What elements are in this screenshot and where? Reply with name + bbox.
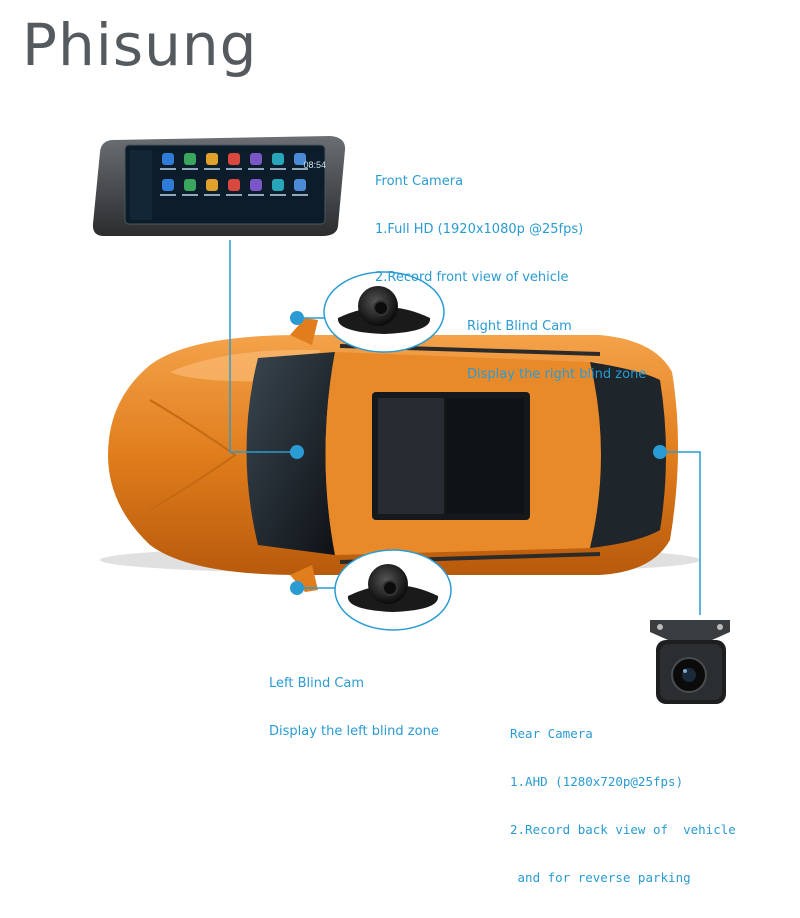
app-label-bar xyxy=(292,194,308,196)
rear-cam-dot xyxy=(653,445,667,459)
rear-window xyxy=(590,362,666,548)
product-diagram: Phisung xyxy=(22,10,736,885)
right-cam-dot xyxy=(290,311,304,325)
connector-dots xyxy=(290,311,667,595)
right-blind-cam-bubble xyxy=(323,271,445,353)
mirror-monitor: 08:54 xyxy=(92,136,346,236)
app-label-bar xyxy=(182,168,198,170)
left-cam-dot xyxy=(290,581,304,595)
tracker-icon xyxy=(228,179,240,191)
app-label-bar xyxy=(160,194,176,196)
front-camera-line1: 1.Full HD (1920x1080p @25fps) xyxy=(375,222,584,237)
app-label-bar xyxy=(204,194,220,196)
settings-icon xyxy=(272,179,284,191)
left-blind-cam-line1: Display the left blind zone xyxy=(269,724,439,739)
right-blind-cam-title: Right Blind Cam xyxy=(467,319,572,334)
google-settings-icon xyxy=(294,153,306,165)
mirror-sidebar xyxy=(130,150,152,220)
navigation-icon xyxy=(162,153,174,165)
front-cam-dot xyxy=(290,445,304,459)
app-label-bar xyxy=(292,168,308,170)
multimedia-icon xyxy=(272,153,284,165)
rear-camera-callout: Rear Camera 1.AHD (1280x720p@25fps) 2.Re… xyxy=(510,694,736,918)
rear-camera-title: Rear Camera xyxy=(510,726,593,741)
diagram-svg: 08:54 xyxy=(92,136,730,704)
left-blind-cam-title: Left Blind Cam xyxy=(269,676,365,691)
app-label-bar xyxy=(160,168,176,170)
mirror-clock: 08:54 xyxy=(303,160,326,170)
maps-icon xyxy=(184,179,196,191)
app-label-bar xyxy=(182,194,198,196)
front-cam-line xyxy=(229,240,297,453)
front-camera-title: Front Camera xyxy=(375,174,464,189)
rear-camera-line3: and for reverse parking xyxy=(510,870,691,885)
file-manager-icon xyxy=(228,153,240,165)
brand-logo: Phisung xyxy=(22,10,257,80)
car-dashcam-icon xyxy=(184,153,196,165)
front-camera-line2: 2.Record front view of vehicle xyxy=(375,270,569,285)
app-label-bar xyxy=(270,194,286,196)
play-store-icon xyxy=(250,179,262,191)
left-blind-cam-bubble xyxy=(334,549,452,631)
app-label-bar xyxy=(248,168,264,170)
app-label-bar xyxy=(226,194,242,196)
rear-cam-line xyxy=(660,451,701,615)
app-label-bar xyxy=(270,168,286,170)
calculator-icon xyxy=(250,153,262,165)
rear-camera-line2: 2.Record back view of vehicle xyxy=(510,822,736,837)
chrome-icon xyxy=(206,179,218,191)
rear-camera-line1: 1.AHD (1280x720p@25fps) xyxy=(510,774,684,789)
photos-icon xyxy=(294,179,306,191)
right-blind-cam-line1: Display the right blind zone xyxy=(467,367,647,382)
rear-camera-bracket xyxy=(650,620,730,640)
logo-text: Phisung xyxy=(22,11,258,79)
right-blind-cam-callout: Right Blind Cam Display the right blind … xyxy=(467,287,646,415)
car-player-icon xyxy=(206,153,218,165)
app-label-bar xyxy=(226,168,242,170)
app-label-bar xyxy=(248,194,264,196)
rear-camera xyxy=(650,620,730,704)
app-label-bar xyxy=(204,168,220,170)
usb-icon xyxy=(162,179,174,191)
right-side-mirror xyxy=(290,318,318,345)
app-grid xyxy=(160,153,308,196)
left-blind-cam-callout: Left Blind Cam Display the left blind zo… xyxy=(269,644,439,772)
left-side-mirror xyxy=(290,565,318,592)
front-camera-callout: Front Camera 1.Full HD (1920x1080p @25fp… xyxy=(375,142,583,318)
